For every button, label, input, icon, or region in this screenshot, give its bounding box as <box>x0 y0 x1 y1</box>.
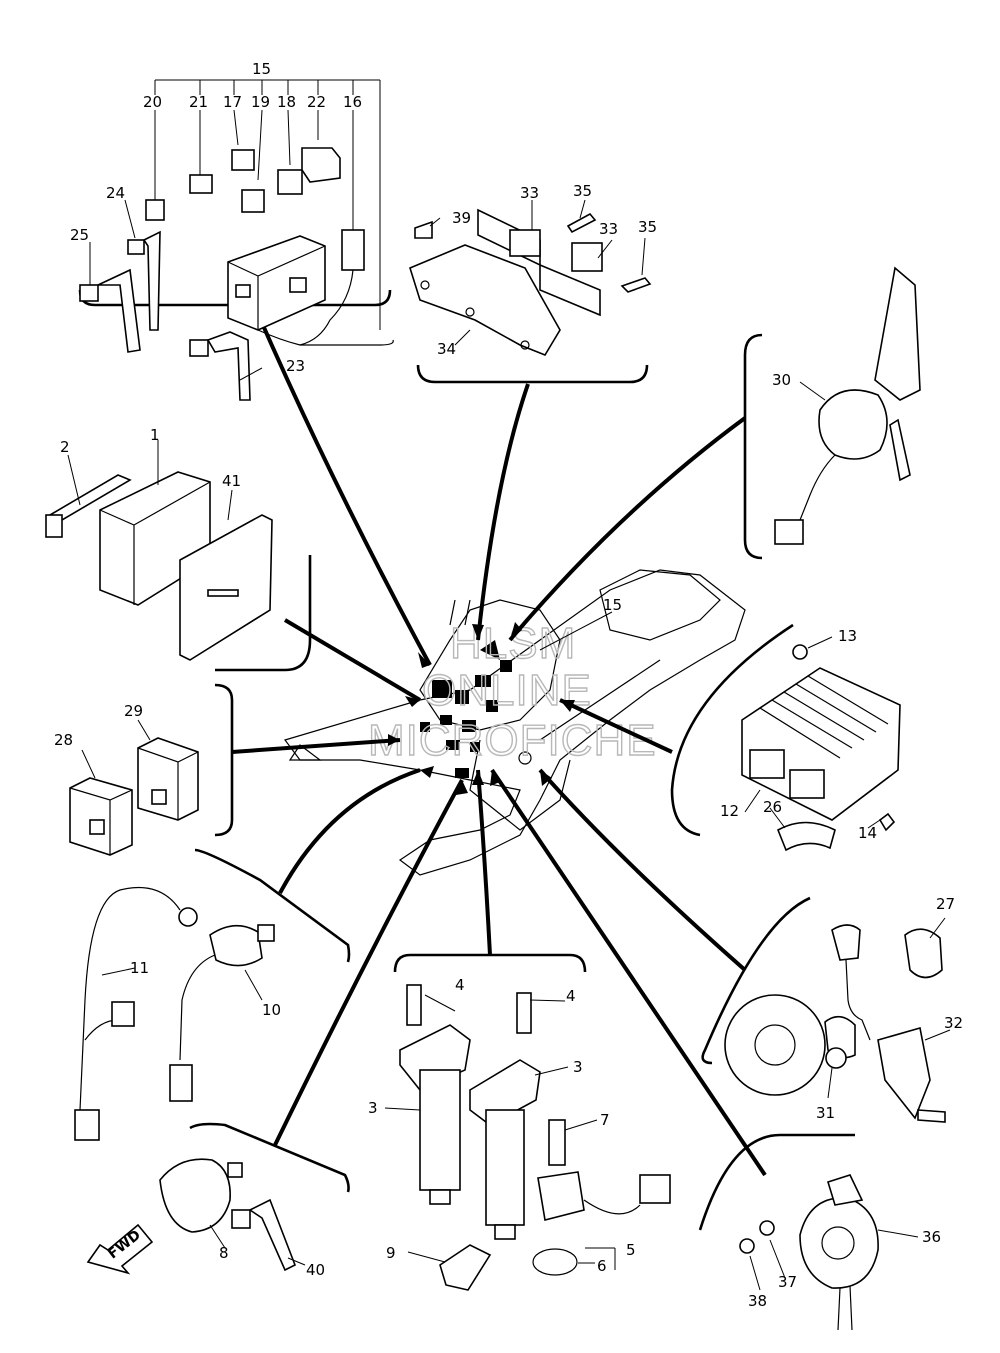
callout-2: 2 <box>60 438 70 456</box>
watermark-line-1: HLSM <box>450 619 576 668</box>
wire-and-sensor-group <box>74 886 275 1141</box>
fuse-box-23 <box>227 235 394 346</box>
central-harness-cluster <box>420 640 512 778</box>
ecu-group <box>45 440 273 661</box>
callout-33-right: 33 <box>599 220 618 238</box>
fuse-19 <box>241 189 265 213</box>
fwd-arrow: FWD <box>86 1223 154 1275</box>
sensors-group <box>407 1119 671 1291</box>
callout-1: 1 <box>150 426 160 444</box>
horn-group <box>739 1174 919 1331</box>
watermark: HLSM ONLINE MICROFICHE <box>367 618 656 765</box>
callout-23: 23 <box>286 357 305 375</box>
fuse-box-group <box>79 79 394 401</box>
regulator-group <box>741 636 901 852</box>
center-15-leader <box>539 611 613 651</box>
callout-30: 30 <box>772 371 791 389</box>
callout-26: 26 <box>763 798 782 816</box>
bottom-left-group <box>159 1158 306 1272</box>
fuse-18 <box>277 169 303 195</box>
callout-20: 20 <box>143 93 162 111</box>
callout-14: 14 <box>858 824 877 842</box>
callout-37: 37 <box>778 1273 797 1291</box>
callout-29: 29 <box>124 702 143 720</box>
watermark-line-2: ONLINE <box>422 666 592 715</box>
callout-38: 38 <box>748 1292 767 1310</box>
callout-numbers: 15 20 21 17 19 18 22 16 24 25 23 33 35 3… <box>54 60 963 1310</box>
callout-35-right: 35 <box>638 218 657 236</box>
relay-bracket-group <box>409 199 652 356</box>
callout-40: 40 <box>306 1261 325 1279</box>
fuse-22 <box>301 147 341 183</box>
callout-27: 27 <box>936 895 955 913</box>
cable-tie-25 <box>79 268 141 353</box>
callout-15-top: 15 <box>252 60 271 78</box>
callout-31: 31 <box>816 1104 835 1122</box>
connection-leads <box>231 306 767 1177</box>
callout-41: 41 <box>222 472 241 490</box>
callout-33-left: 33 <box>520 184 539 202</box>
callout-21: 21 <box>189 93 208 111</box>
fuse-21 <box>189 174 213 194</box>
callout-39: 39 <box>452 209 471 227</box>
callout-4-right: 4 <box>566 987 576 1005</box>
ignition-coils-group <box>384 984 569 1240</box>
callout-22: 22 <box>307 93 326 111</box>
callout-10: 10 <box>262 1001 281 1019</box>
callout-36: 36 <box>922 1228 941 1246</box>
cable-tie-24 <box>127 230 161 331</box>
pickup-group <box>724 917 951 1123</box>
callout-19: 19 <box>251 93 270 111</box>
callout-25: 25 <box>70 226 89 244</box>
callout-6: 6 <box>597 1257 607 1275</box>
callout-35-top: 35 <box>573 182 592 200</box>
callout-4-left: 4 <box>455 976 465 994</box>
callout-24: 24 <box>106 184 125 202</box>
fuse-20 <box>145 199 165 221</box>
callout-12: 12 <box>720 802 739 820</box>
vehicle-frame-outline <box>284 569 746 876</box>
callout-15-center: 15 <box>603 596 622 614</box>
callout-7: 7 <box>600 1111 610 1129</box>
callout-9: 9 <box>386 1244 396 1262</box>
callout-28: 28 <box>54 731 73 749</box>
callout-3-right: 3 <box>573 1058 583 1076</box>
callout-3-left: 3 <box>368 1099 378 1117</box>
callout-5: 5 <box>626 1241 636 1259</box>
connector-16 <box>299 229 365 346</box>
relay-group <box>69 719 199 856</box>
callout-8: 8 <box>219 1244 229 1262</box>
callout-11: 11 <box>130 959 149 977</box>
fuse-17 <box>231 149 255 171</box>
arrow-heads <box>388 622 575 795</box>
callout-13: 13 <box>838 627 857 645</box>
callout-16: 16 <box>343 93 362 111</box>
callout-17: 17 <box>223 93 242 111</box>
callout-32: 32 <box>944 1014 963 1032</box>
cable-tie-23 <box>189 331 251 401</box>
callout-34: 34 <box>437 340 456 358</box>
callout-18: 18 <box>277 93 296 111</box>
ignition-switch-group <box>774 266 921 545</box>
